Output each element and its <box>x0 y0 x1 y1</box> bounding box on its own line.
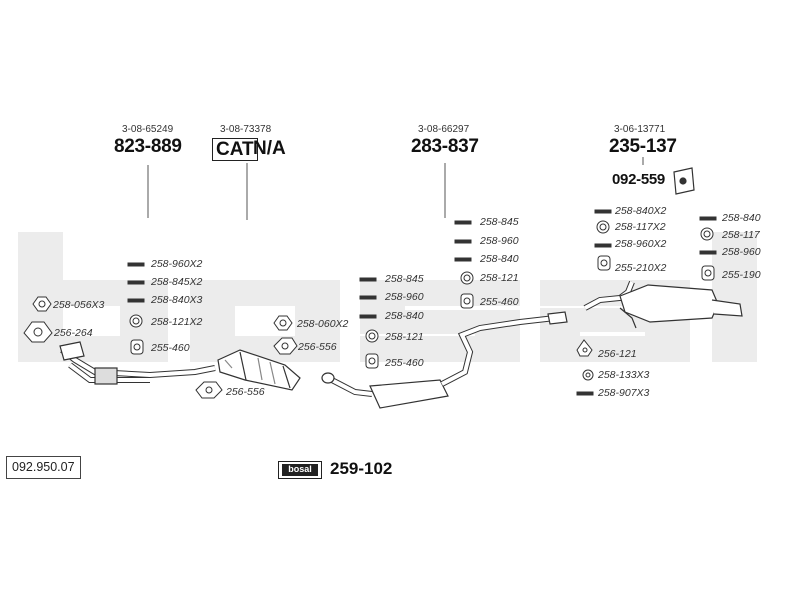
brand-part-number: 259-102 <box>330 459 393 478</box>
part-label: 258-845 <box>385 273 424 285</box>
gasket-icons <box>23 321 593 399</box>
part-label: 258-840 <box>480 253 519 265</box>
part-label: 258-117X2 <box>615 221 666 233</box>
part-label: 258-845 <box>480 216 519 228</box>
nut-icons <box>32 296 293 331</box>
part-number-bracket: 092-559 <box>612 171 665 188</box>
oem-number-front-pipe: 3-08-65249 <box>122 124 174 135</box>
part-label: 256-556 <box>298 341 337 353</box>
part-label: 258-121X2 <box>151 316 203 328</box>
ring-icons <box>129 220 714 381</box>
rear-silencer <box>583 280 743 329</box>
part-label: 258-121 <box>480 272 519 284</box>
part-label: 258-121 <box>385 331 424 343</box>
brand-badge: bosal <box>278 461 322 479</box>
bracket-part <box>673 167 695 195</box>
part-label: 258-960 <box>385 291 424 303</box>
part-label: 258-840X3 <box>151 294 203 306</box>
rubber-mount-icons <box>130 255 715 369</box>
part-number-rear-silencer: 235-137 <box>609 136 677 157</box>
diagram-reference-number: 092.950.07 <box>6 456 81 479</box>
part-label: 258-056X3 <box>53 299 105 311</box>
part-label: 256-121 <box>598 348 637 360</box>
part-label: 258-960 <box>480 235 519 247</box>
part-label: 256-264 <box>54 327 93 339</box>
part-label: 258-840 <box>385 310 424 322</box>
part-number-middle-silencer: 283-837 <box>411 136 479 157</box>
part-label: 258-960 <box>722 246 761 258</box>
part-label: 258-840X2 <box>615 205 667 217</box>
front-pipe <box>59 341 216 385</box>
brand-badge-text: bosal <box>282 464 318 476</box>
part-label: 255-460 <box>151 342 190 354</box>
middle-silencer <box>321 311 568 409</box>
oem-number-catalyst: 3-08-73378 <box>220 124 272 135</box>
catalytic-converter <box>217 349 301 391</box>
part-label: 256-556 <box>226 386 265 398</box>
part-label: 255-190 <box>722 269 761 281</box>
part-label: 258-133X3 <box>598 369 650 381</box>
bolt-icons <box>127 209 717 396</box>
cat-note: N/A <box>253 138 286 159</box>
part-label: 258-117 <box>722 229 760 241</box>
part-label: 258-960X2 <box>615 238 667 250</box>
part-label: 258-907X3 <box>598 387 650 399</box>
oem-number-rear-silencer: 3-06-13771 <box>614 124 666 135</box>
part-label: 255-210X2 <box>615 262 667 274</box>
part-label: 258-845X2 <box>151 276 203 288</box>
part-label: 258-840 <box>722 212 761 224</box>
oem-number-middle-silencer: 3-08-66297 <box>418 124 470 135</box>
cat-label: CAT <box>212 138 258 161</box>
part-label: 255-460 <box>480 296 519 308</box>
part-label: 258-060X2 <box>297 318 349 330</box>
part-number-front-pipe: 823-889 <box>114 136 182 157</box>
part-label: 255-460 <box>385 357 424 369</box>
part-label: 258-960X2 <box>151 258 203 270</box>
